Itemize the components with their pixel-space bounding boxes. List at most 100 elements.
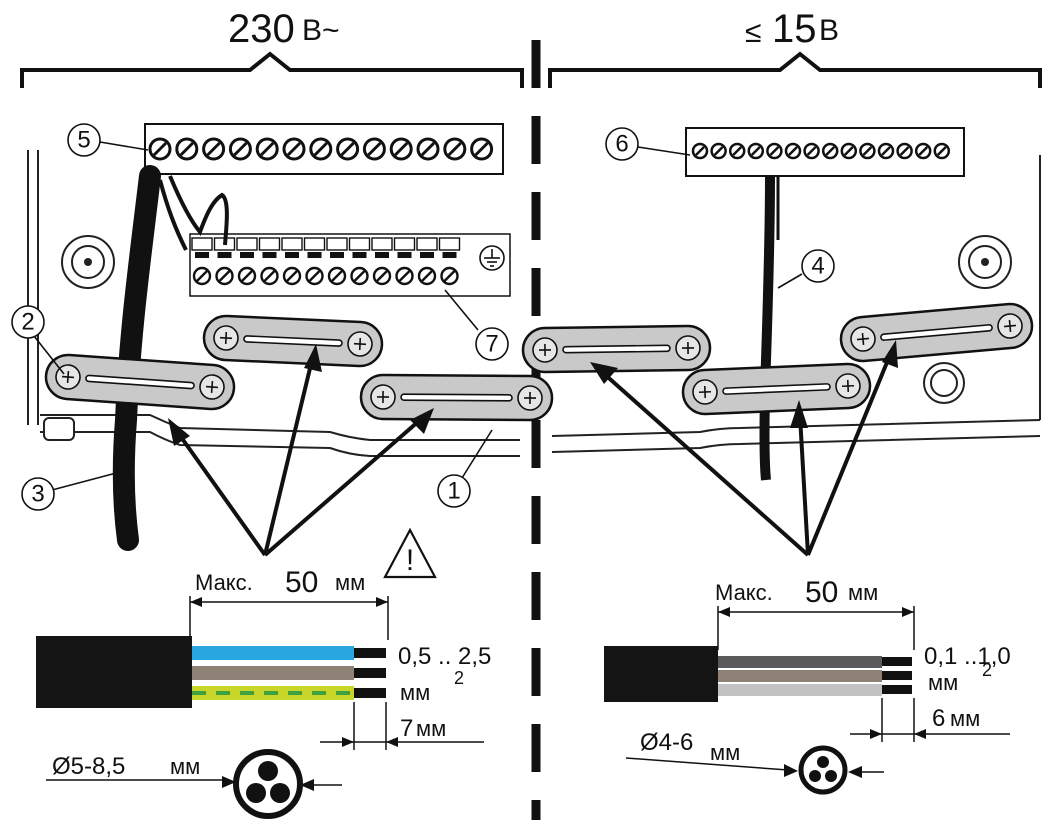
screw-icon	[896, 142, 913, 160]
right-max-label: Макс.	[715, 580, 773, 605]
screw-icon	[202, 137, 226, 161]
housing-left-edge	[27, 150, 39, 425]
voltage-low-prefix: ≤	[745, 16, 761, 49]
right-wire-grey-dark	[718, 656, 882, 668]
screw-icon	[336, 137, 360, 161]
screw-icon	[850, 326, 876, 352]
cable-3-wire-b	[168, 175, 229, 246]
screw-icon	[691, 142, 709, 160]
screw-icon	[443, 137, 467, 161]
svg-text:4: 4	[811, 253, 824, 280]
screw-icon	[228, 137, 252, 161]
cable-3-wire-a	[158, 179, 188, 251]
screw-icon	[821, 142, 839, 160]
screw-icon	[784, 142, 802, 160]
terminal-cell	[236, 237, 258, 286]
terminal-cell	[303, 237, 326, 286]
screw-icon	[835, 373, 861, 399]
voltage-low-unit: В	[819, 14, 839, 47]
screw-icon	[859, 142, 876, 160]
terminal-cell	[348, 237, 371, 286]
screw-icon	[213, 325, 239, 351]
mount-hole-right-lower	[923, 362, 965, 404]
screw-icon	[692, 379, 718, 405]
mount-hole-right	[958, 235, 1012, 289]
housing-rail-right	[551, 419, 1041, 437]
left-cable-detail: Макс. 50 мм 0,5 .. 2,5 мм 2 7 мм Ø5-8,5 …	[36, 566, 491, 819]
left-max-unit: мм	[335, 570, 365, 595]
callout-7: 7	[444, 289, 509, 361]
screw-icon	[389, 137, 413, 161]
terminal-cell	[371, 237, 393, 286]
right-section-value: 0,1 ..1,0	[924, 643, 1011, 670]
svg-text:3: 3	[31, 481, 44, 508]
right-diameter-value: Ø4-6	[640, 729, 693, 756]
clamp-plate	[44, 353, 236, 411]
cable-4	[759, 175, 775, 481]
left-strip-unit: мм	[416, 716, 446, 741]
screw-icon	[309, 137, 333, 161]
terminal-block-5-screws	[148, 137, 494, 161]
screw-icon	[347, 331, 373, 357]
left-section-unit: мм	[400, 680, 430, 705]
left-max-label: Макс.	[195, 570, 253, 595]
callout-3: 3	[21, 471, 121, 511]
terminal-cell	[416, 237, 438, 286]
callout-4: 4	[777, 249, 835, 289]
right-cable-jacket	[604, 646, 718, 702]
terminal-cell	[191, 237, 213, 286]
brace-left	[20, 51, 524, 88]
screw-icon	[840, 142, 858, 160]
screw-icon	[416, 137, 440, 161]
voltage-high-unit: В~	[302, 14, 340, 47]
screw-icon	[532, 337, 558, 363]
clamp-plate	[359, 373, 554, 422]
right-wire-tip-3	[882, 685, 912, 694]
right-wire-tip-1	[882, 657, 912, 666]
housing-rail-left-2	[40, 431, 520, 457]
screw-icon	[728, 142, 746, 160]
terminal-cell	[438, 237, 461, 286]
screw-icon	[877, 142, 895, 160]
screw-icon	[517, 385, 543, 411]
screw-icon	[747, 142, 765, 160]
callout-1: 1	[437, 429, 493, 508]
left-strip-value: 7	[400, 715, 413, 742]
voltage-low-value: 15	[772, 7, 817, 51]
cable-cross-section-icon	[233, 749, 303, 819]
screw-icon	[933, 142, 951, 160]
callout-6: 6	[605, 127, 691, 161]
housing-rail-right-2	[551, 435, 1041, 453]
terminal-block-6-screws	[691, 142, 951, 160]
right-wire-brown	[718, 670, 882, 682]
screw-icon	[175, 137, 199, 161]
housing-rail-left	[40, 414, 520, 441]
right-cable-detail: Макс. 50 мм 0,1 ..1,0 мм 2 6 мм Ø4-6 мм	[604, 576, 1011, 795]
cable-cross-section-icon	[798, 745, 848, 795]
left-section-value: 0,5 .. 2,5	[398, 643, 491, 670]
right-strip-unit: мм	[950, 706, 980, 731]
screw-icon	[766, 142, 783, 160]
svg-text:5: 5	[77, 127, 90, 154]
housing-clip	[43, 417, 75, 441]
right-max-unit: мм	[848, 580, 878, 605]
screw-icon	[803, 142, 820, 160]
svg-text:7: 7	[485, 331, 498, 358]
left-diameter-value: Ø5-8,5	[52, 753, 125, 780]
svg-text:1: 1	[447, 478, 460, 505]
left-max-value: 50	[285, 566, 318, 599]
terminal-cell	[393, 237, 416, 286]
screw-icon	[914, 142, 932, 160]
screw-icon	[675, 335, 701, 361]
screw-icon	[710, 142, 727, 160]
brace-right	[548, 51, 1042, 88]
screw-icon	[470, 137, 494, 161]
clamp-plate	[681, 362, 872, 416]
callout-2: 2	[11, 305, 65, 375]
right-wire-grey	[718, 684, 882, 696]
terminal-block-7-cells	[191, 237, 461, 286]
clamp-plate	[521, 324, 712, 374]
left-wire-blue	[192, 646, 354, 660]
screw-icon	[148, 137, 172, 161]
